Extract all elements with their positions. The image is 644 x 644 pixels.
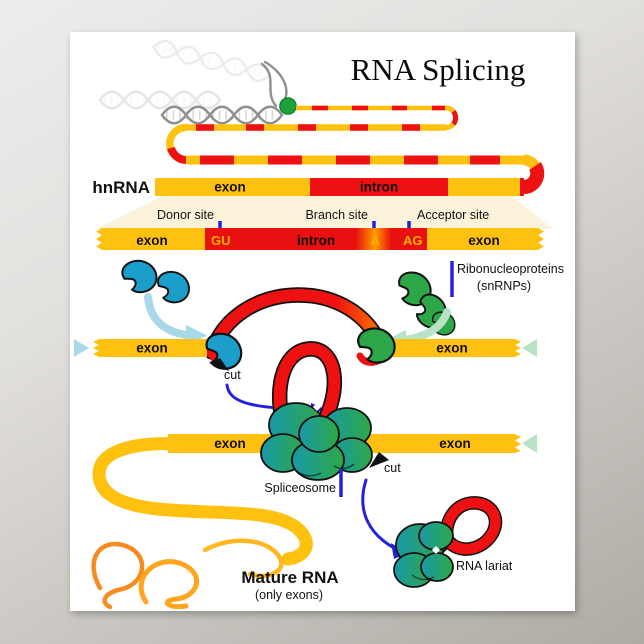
branch-a-label: A [371,234,380,248]
sparkle [313,403,321,411]
gu-site-label: GU [211,233,231,248]
acceptor-site-label: Acceptor site [417,208,489,222]
branch-site-label: Branch site [305,208,368,222]
intron-arch [204,287,391,360]
cut2-blue-arrow [361,478,400,552]
hnrna-exon-label: exon [214,180,246,195]
cut1-label: cut [224,368,241,382]
snrnp-label-line1: Ribonucleoproteins [457,262,564,276]
zoomed-intron-bar: exon GU intron A AG exon [96,228,544,250]
snrnp-label-line2: (snRNPs) [477,279,531,293]
rna-lariat-label: RNA lariat [456,559,513,573]
splice-step-exon-right-label: exon [439,436,471,451]
zoom-exon-left-label: exon [136,233,168,248]
spliceosome-label: Spliceosome [264,481,336,495]
mature-rna-sublabel: (only exons) [255,588,323,602]
splice-site-labels: Donor site Branch site Acceptor site [157,208,489,237]
cut-step-exon-right-label: exon [436,341,468,356]
mature-rna-ribbon [91,437,313,610]
cut1-arrowhead [209,358,229,371]
mature-rna-label: Mature RNA [241,568,338,587]
cut-step-exon-left-label: exon [136,341,168,356]
donor-site-label: Donor site [157,208,214,222]
hnrna-label: hnRNA [92,178,150,197]
page-title: RNA Splicing [351,52,526,87]
zoom-intron-label: intron [297,233,335,248]
transcription-start-dot [279,97,297,115]
zoom-exon-right-label: exon [468,233,500,248]
forming-lariat-loop [272,341,342,441]
zoom-highlight-trapezoid [96,196,553,229]
hnrna-intron-label: intron [360,180,398,195]
light-blue-arrow [144,293,190,339]
cut-step-exon-bars: exon exon [74,339,537,357]
exon-continues-left-triangle [74,339,89,357]
exon-continues-right-triangle-2 [522,434,537,453]
splice-step-exon-left-label: exon [214,436,246,451]
cut2-label: cut [384,461,401,475]
ag-site-label: AG [403,233,423,248]
sparkle-2 [432,546,440,554]
hnrna-bar: hnRNA exon intron [92,178,520,197]
exon-continues-right-triangle [522,339,537,357]
cut2-arrowhead [369,452,389,468]
rna-lariat-complex [393,496,503,588]
spliceosome-complex [260,402,373,481]
